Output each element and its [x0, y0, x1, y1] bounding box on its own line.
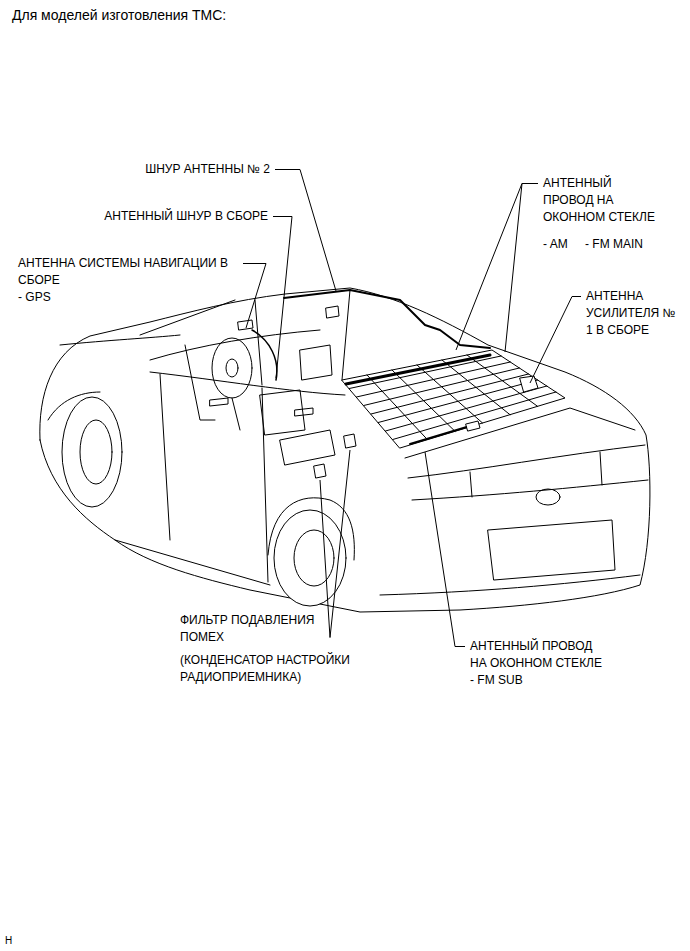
trunk: [470, 452, 602, 497]
interior: [150, 330, 335, 465]
leader-line: [505, 184, 538, 353]
car-body: [140, 300, 235, 335]
heading: Для моделей изготовления TMC:: [12, 6, 226, 24]
trunk: [536, 489, 560, 505]
rear-window-grid: [346, 355, 490, 384]
trunk: [408, 445, 645, 478]
rear-window-grid: [342, 350, 565, 448]
car-body: [342, 290, 350, 380]
interior: [260, 390, 305, 435]
interior: [232, 398, 240, 430]
antenna-parts: [314, 464, 326, 478]
interior: [212, 338, 252, 398]
rear-window-grid: [349, 356, 556, 440]
car-body: [295, 408, 313, 416]
interior: [280, 430, 335, 465]
part-label: АНТЕННА СИСТЕМЫ НАВИГАЦИИ В СБОРЕ: [18, 255, 238, 289]
trunk: [412, 480, 648, 500]
part-label: АНТЕННЫЙ ПРОВОД НА ОКОННОМ СТЕКЛЕ: [543, 175, 665, 226]
antenna-parts: [326, 306, 339, 318]
car-body: [40, 288, 650, 612]
leader-line: [456, 184, 522, 351]
part-label: АНТЕННЫЙ ШНУР В СБОРЕ: [104, 208, 268, 225]
antenna-parts: [238, 290, 538, 478]
leader-line: [273, 217, 292, 379]
wheel: [80, 420, 112, 484]
car-body: [210, 398, 228, 406]
part-label: - AM: [543, 236, 568, 253]
wheel: [62, 397, 354, 606]
leader-line: [320, 480, 330, 638]
car-body: [60, 335, 180, 345]
interior: [185, 345, 215, 420]
rear-window-grid: [367, 355, 538, 440]
part-label: - FM SUB: [470, 672, 523, 689]
car-body: [115, 540, 270, 585]
interior: [150, 330, 320, 360]
interior: [226, 359, 238, 377]
part-label: ШНУР АНТЕННЫ № 2: [145, 161, 270, 178]
leader-line: [530, 297, 581, 384]
part-label: - FM MAIN: [585, 236, 643, 253]
wheel: [294, 530, 334, 586]
part-label: ФИЛЬТР ПОДАВЛЕНИЯ ПОМЕХ: [180, 612, 325, 646]
antenna-parts: [252, 330, 277, 380]
trunk: [380, 408, 648, 595]
car-body: [160, 374, 170, 540]
interior: [300, 345, 332, 380]
antenna-parts: [520, 376, 538, 392]
trunk: [488, 520, 615, 580]
car-body: [150, 372, 345, 395]
part-label: H: [5, 934, 12, 948]
rear-window-grid: [466, 421, 480, 431]
part-label: АНТЕННА УСИЛИТЕЛЯ № 1 В СБОРЕ: [586, 288, 684, 339]
wheel: [62, 397, 122, 507]
leader-line: [243, 264, 266, 329]
trunk: [380, 575, 640, 595]
leader-line: [275, 170, 336, 292]
car-body: [40, 288, 650, 612]
antenna-parts: [238, 320, 253, 330]
part-label: - GPS: [18, 289, 51, 306]
antenna-parts: [284, 290, 490, 348]
part-label: (КОНДЕНСАТОР НАСТРОЙКИ РАДИОПРИЕМНИКА): [180, 652, 375, 686]
leader-line: [330, 450, 350, 638]
part-label: АНТЕННЫЙ ПРОВОД НА ОКОННОМ СТЕКЛЕ: [470, 638, 610, 672]
leader-line: [425, 452, 465, 647]
antenna-parts: [344, 434, 356, 448]
car-body: [255, 300, 262, 385]
rear-window-grid: [342, 350, 565, 448]
